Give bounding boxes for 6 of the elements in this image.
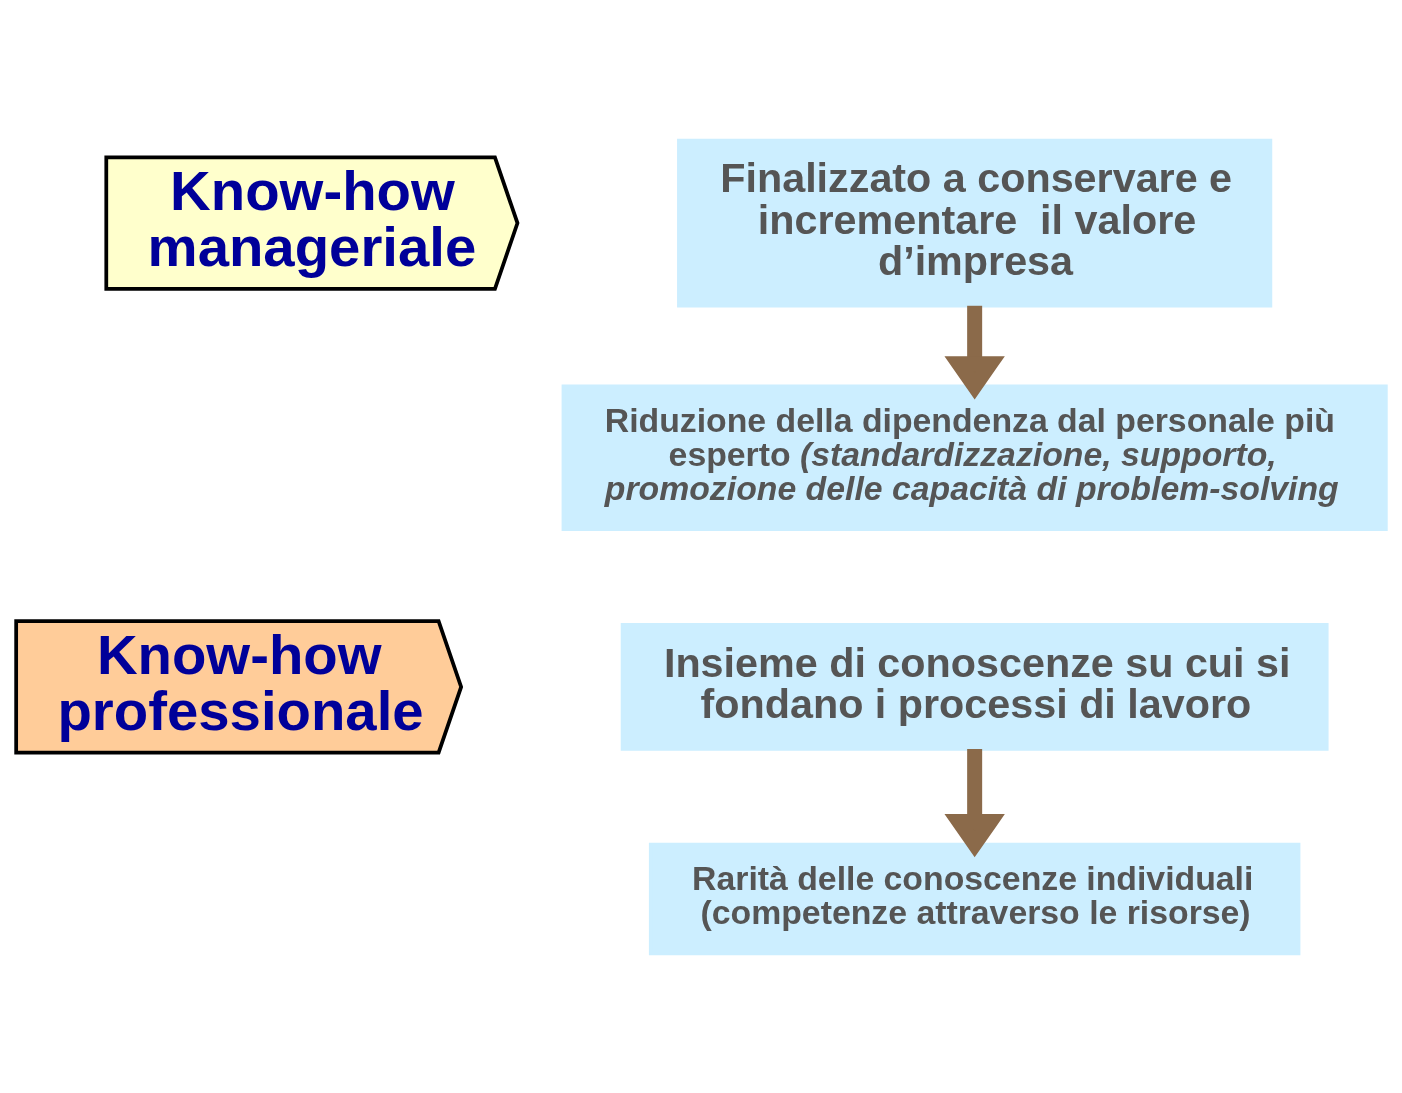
arrow	[944, 305, 1005, 399]
node-box: Insieme di conoscenze su cui si fondano i processi di lavoro	[620, 622, 1329, 751]
node-box: Riduzione della dipendenza dal personale più esperto (standardizzazione, supporto, promozione delle capacità di problem-solving	[561, 384, 1388, 531]
node-box: Finalizzato a conservare e incrementare il valore d’impresa	[677, 138, 1273, 308]
node-box: Rarità delle conoscenze individuali (competenze attraverso le risorse)	[648, 842, 1301, 955]
arrow	[944, 748, 1005, 857]
